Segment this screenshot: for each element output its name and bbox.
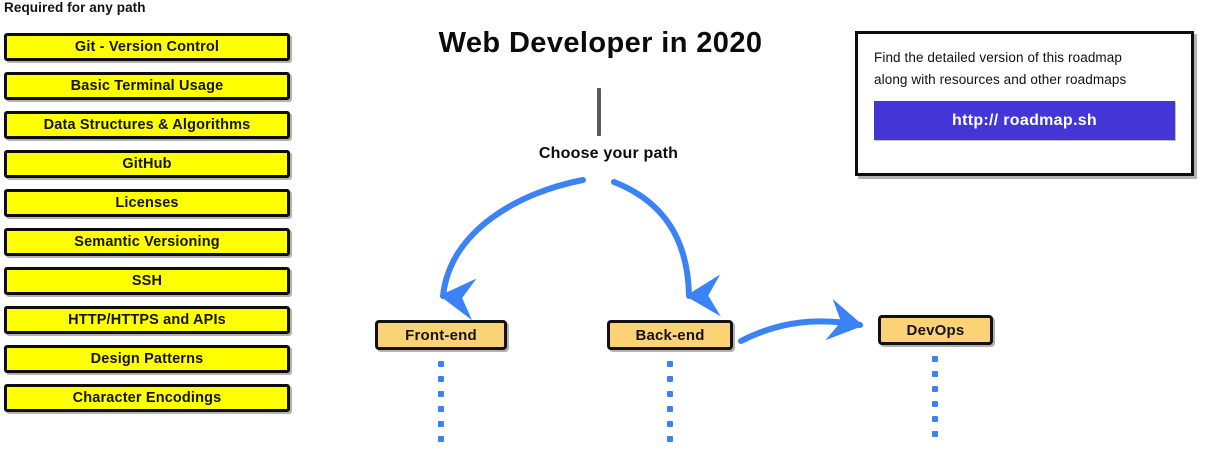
skill-label: Basic Terminal Usage bbox=[70, 77, 224, 94]
required-skills-heading: Required for any path bbox=[4, 0, 146, 15]
skill-label: Git - Version Control bbox=[74, 38, 220, 55]
path-node-label: Front-end bbox=[405, 326, 477, 344]
path-node-back-end[interactable]: Back-end bbox=[607, 320, 733, 350]
trail-dot bbox=[667, 436, 673, 442]
skill-label: Data Structures & Algorithms bbox=[43, 116, 251, 133]
skill-label: GitHub bbox=[122, 155, 172, 172]
arrow-to-frontend bbox=[439, 177, 586, 321]
skill-box-licenses[interactable]: Licenses bbox=[4, 189, 290, 217]
trail-dot bbox=[932, 431, 938, 437]
trail-dot bbox=[438, 376, 444, 382]
roadmap-sh-link-button[interactable]: http:// roadmap.sh bbox=[874, 101, 1175, 140]
skill-box-http-apis[interactable]: HTTP/HTTPS and APIs bbox=[4, 306, 290, 334]
skill-box-github[interactable]: GitHub bbox=[4, 150, 290, 178]
trail-dot bbox=[932, 386, 938, 392]
skill-label: Licenses bbox=[115, 194, 179, 211]
trail-dot bbox=[438, 421, 444, 427]
required-skills-section: Required for any path Git - Version Cont… bbox=[0, 0, 300, 436]
page-title: Web Developer in 2020 bbox=[438, 27, 763, 59]
skill-box-terminal[interactable]: Basic Terminal Usage bbox=[4, 72, 290, 100]
dotted-trail-back-end bbox=[667, 361, 673, 451]
skill-box-character-encodings[interactable]: Character Encodings bbox=[4, 384, 290, 412]
skill-label: Semantic Versioning bbox=[74, 233, 220, 250]
trail-dot bbox=[667, 361, 673, 367]
trail-dot bbox=[438, 436, 444, 442]
path-node-label: Back-end bbox=[635, 326, 705, 344]
skill-box-ssh[interactable]: SSH bbox=[4, 267, 290, 295]
trail-dot bbox=[932, 401, 938, 407]
required-skills-list: Git - Version Control Basic Terminal Usa… bbox=[4, 33, 290, 423]
title-connector-line bbox=[597, 88, 601, 136]
trail-dot bbox=[438, 391, 444, 397]
path-node-label: DevOps bbox=[906, 321, 965, 339]
dotted-trail-front-end bbox=[438, 361, 444, 451]
trail-dot bbox=[932, 356, 938, 362]
trail-dot bbox=[932, 416, 938, 422]
trail-dot bbox=[667, 376, 673, 382]
promo-card: Find the detailed version of this roadma… bbox=[855, 31, 1194, 176]
roadmap-sh-link-label: http:// roadmap.sh bbox=[952, 111, 1097, 129]
skill-box-data-structures[interactable]: Data Structures & Algorithms bbox=[4, 111, 290, 139]
skill-box-design-patterns[interactable]: Design Patterns bbox=[4, 345, 290, 373]
skill-label: SSH bbox=[131, 272, 163, 289]
skill-label: HTTP/HTTPS and APIs bbox=[68, 311, 226, 328]
trail-dot bbox=[667, 421, 673, 427]
trail-dot bbox=[438, 406, 444, 412]
skill-label: Design Patterns bbox=[90, 350, 204, 367]
skill-label: Character Encodings bbox=[72, 389, 222, 406]
skill-box-semantic-versioning[interactable]: Semantic Versioning bbox=[4, 228, 290, 256]
trail-dot bbox=[667, 406, 673, 412]
arrow-backend-to-devops bbox=[738, 298, 864, 344]
trail-dot bbox=[438, 361, 444, 367]
arrow-to-backend bbox=[611, 179, 721, 317]
skill-box-git[interactable]: Git - Version Control bbox=[4, 33, 290, 61]
trail-dot bbox=[932, 371, 938, 377]
choose-path-label: Choose your path bbox=[538, 145, 679, 162]
trail-dot bbox=[667, 391, 673, 397]
path-node-front-end[interactable]: Front-end bbox=[375, 320, 507, 350]
promo-text-line-1: Find the detailed version of this roadma… bbox=[874, 50, 1122, 65]
path-node-devops[interactable]: DevOps bbox=[878, 315, 993, 345]
promo-text-line-2: along with resources and other roadmaps bbox=[874, 72, 1127, 87]
dotted-trail-devops bbox=[932, 356, 938, 446]
